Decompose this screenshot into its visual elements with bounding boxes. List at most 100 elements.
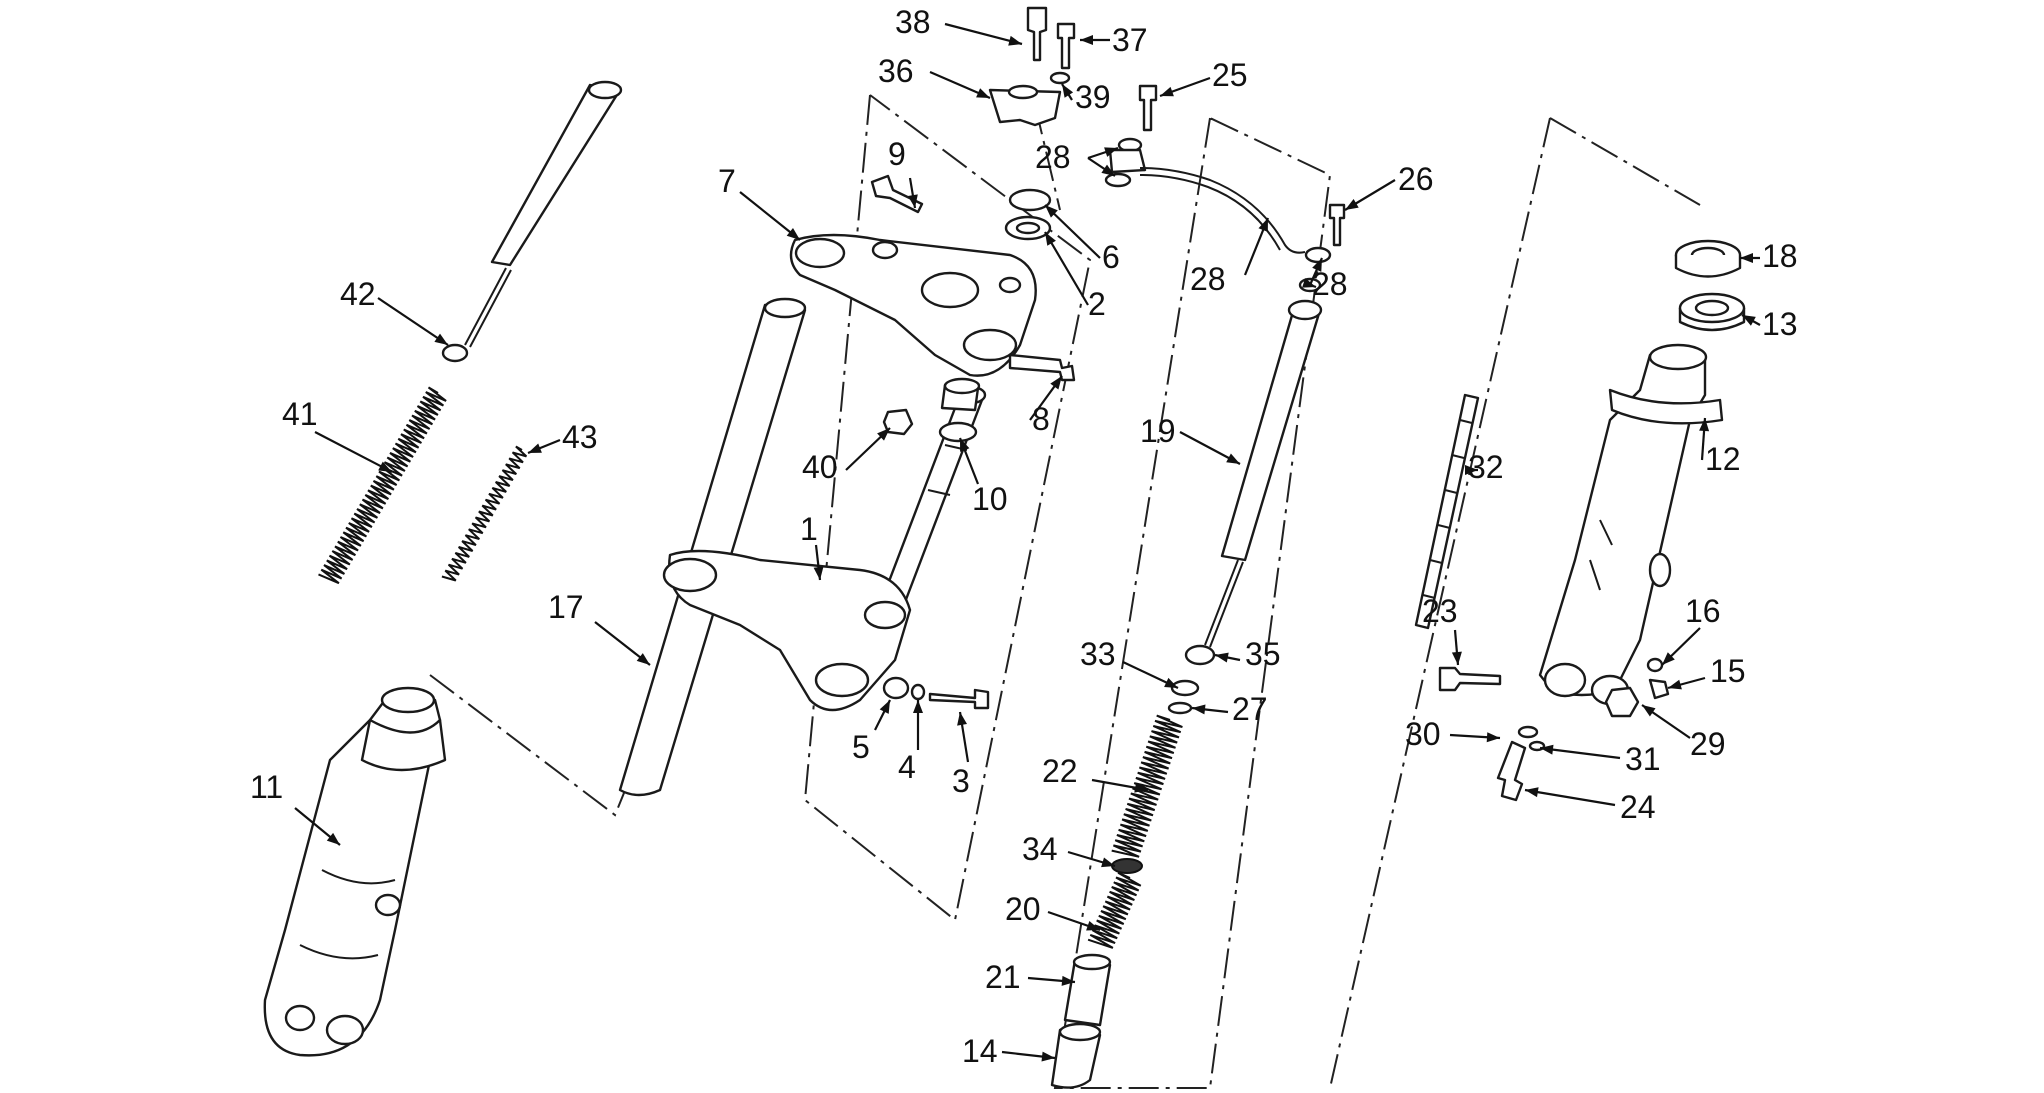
damper-rod-right <box>1167 299 1323 715</box>
leader-arrowhead <box>1192 704 1206 715</box>
callout-41: 40 <box>802 449 838 485</box>
leader-arrowhead <box>1699 418 1710 432</box>
fork-stanchion <box>618 297 807 797</box>
callout-15: 15 <box>1710 653 1746 689</box>
leader-arrowhead <box>907 194 918 208</box>
callout-34: 33 <box>1080 636 1116 672</box>
callout-1: 1 <box>800 511 818 547</box>
callout-23: 23 <box>1422 593 1458 629</box>
leader-lines <box>294 22 1761 1062</box>
leader-arrowhead <box>1134 782 1148 793</box>
leader-arrowhead <box>1045 205 1058 218</box>
callout-25: 25 <box>1212 57 1248 93</box>
callout-20: 20 <box>1005 891 1041 927</box>
phantom-lines <box>429 94 1701 1089</box>
lower-yoke <box>662 385 987 712</box>
callout-29: 28 <box>1190 261 1226 297</box>
leader-arrowhead <box>378 461 392 472</box>
callout-36: 35 <box>1245 636 1281 672</box>
callout-38: 37 <box>1112 22 1148 58</box>
callout-31: 30 <box>1405 716 1441 752</box>
callout-32: 31 <box>1625 741 1661 777</box>
bottom-cap <box>1050 1022 1102 1089</box>
leader-arrowhead <box>1465 465 1478 475</box>
leader-line <box>1044 231 1089 306</box>
leader-arrowhead <box>1226 453 1240 464</box>
leader-arrowhead <box>1540 744 1554 755</box>
leader-arrowhead <box>960 438 970 452</box>
leader-arrowhead <box>1086 921 1100 931</box>
callout-9: 9 <box>888 136 906 172</box>
leader-arrowhead <box>1080 35 1093 45</box>
leader-arrowhead <box>636 653 650 665</box>
callout-40: 39 <box>1075 79 1111 115</box>
spacer-tube <box>1063 953 1112 1027</box>
leader-arrowhead <box>1045 232 1056 246</box>
top-nut <box>988 84 1062 127</box>
leader-arrowhead <box>813 566 824 580</box>
callout-17: 17 <box>548 589 584 625</box>
leader-arrowhead <box>1742 315 1756 326</box>
leader-arrowhead <box>1104 147 1118 157</box>
callout-39: 38 <box>895 4 931 40</box>
leader-arrowhead <box>1345 199 1359 210</box>
leader-arrowhead <box>1662 652 1675 665</box>
leader-arrowhead <box>1215 652 1229 663</box>
pushrod <box>1414 393 1480 630</box>
leader-arrowhead <box>528 443 542 453</box>
callout-44: 43 <box>562 419 598 455</box>
callout-16: 16 <box>1685 593 1721 629</box>
springs <box>318 386 1183 949</box>
callout-43: 42 <box>340 276 376 312</box>
leader-arrowhead <box>957 712 967 726</box>
callout-18: 18 <box>1762 238 1798 274</box>
leader-arrowhead <box>1101 857 1115 868</box>
callout-37: 36 <box>878 53 914 89</box>
callout-12: 12 <box>1705 441 1741 477</box>
fork-seals <box>1674 239 1746 332</box>
leader-arrowhead <box>326 832 340 845</box>
leader-arrowhead <box>1062 84 1074 98</box>
leader-arrowhead <box>1164 677 1178 688</box>
damper-rod-left <box>441 80 623 363</box>
callout-28a: 28 <box>1035 139 1071 175</box>
callout-33: 32 <box>1468 449 1504 485</box>
leader-arrowhead <box>1668 679 1682 690</box>
leader-arrowhead <box>1525 787 1539 798</box>
leader-line <box>944 22 1023 46</box>
leader-arrowhead <box>1041 1051 1055 1062</box>
leader-arrowhead <box>786 228 800 240</box>
callout-27: 27 <box>1232 691 1268 727</box>
callout-14: 14 <box>962 1033 998 1069</box>
leader-line <box>314 431 393 473</box>
callout-11: 11 <box>250 769 283 805</box>
leader-arrowhead <box>1258 218 1268 232</box>
leader-arrowhead <box>913 700 923 713</box>
leader-arrowhead <box>1008 35 1022 46</box>
callout-28b: 28 <box>1312 266 1348 302</box>
callout-21: 21 <box>985 959 1021 995</box>
leader-line <box>1524 788 1616 807</box>
leader-arrowhead <box>1312 258 1322 272</box>
leader-arrowhead <box>1486 732 1500 743</box>
fork-slider-left <box>263 686 447 1057</box>
small-hardware <box>870 6 1158 710</box>
callout-7: 7 <box>718 163 736 199</box>
leader-line <box>377 297 449 346</box>
leader-arrowhead <box>877 428 890 441</box>
callout-13: 13 <box>1762 306 1798 342</box>
callout-5: 5 <box>852 729 870 765</box>
leader-line <box>1539 746 1621 760</box>
callout-30: 29 <box>1690 726 1726 762</box>
callout-35: 34 <box>1022 831 1058 867</box>
leader-arrowhead <box>1061 975 1075 986</box>
callouts: 38 37 36 39 25 28 9 7 6 2 26 28 28 18 13… <box>250 4 1798 1069</box>
callout-24: 24 <box>1620 789 1656 825</box>
leader-arrowhead <box>879 700 890 714</box>
leader-arrowhead <box>1050 376 1062 390</box>
fork-slider-right <box>1538 343 1724 706</box>
callout-10: 10 <box>972 481 1008 517</box>
top-yoke <box>789 233 1037 377</box>
callout-22: 22 <box>1042 753 1078 789</box>
